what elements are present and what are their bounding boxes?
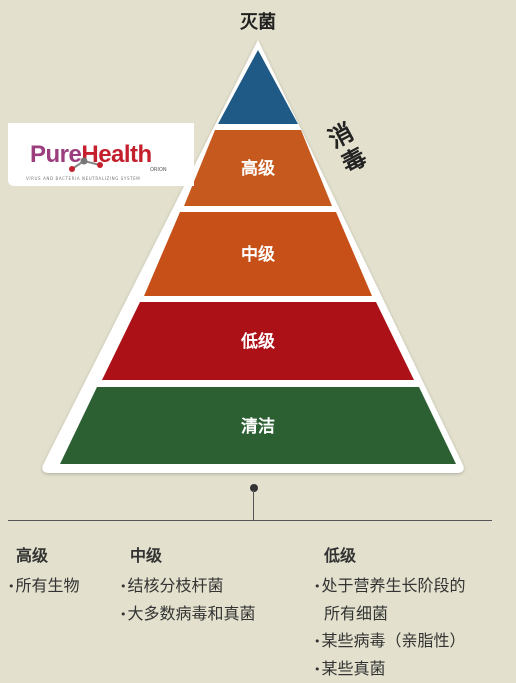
pyramid-level-high bbox=[184, 130, 332, 206]
list-item: 所有细菌 bbox=[324, 604, 389, 623]
connector-dot bbox=[250, 484, 258, 492]
column-high: 高级 •所有生物 bbox=[8, 542, 80, 600]
sterilization-title: 灭菌 bbox=[240, 12, 276, 33]
level-low-label: 低级 bbox=[240, 331, 275, 352]
list-item: •某些病毒（亲脂性） bbox=[314, 631, 466, 650]
pyramid-level-low bbox=[102, 302, 414, 380]
divider-line bbox=[8, 520, 492, 521]
level-mid-label: 中级 bbox=[241, 244, 275, 265]
list-item: •所有生物 bbox=[8, 576, 80, 595]
level-clean-label: 清洁 bbox=[241, 416, 275, 437]
column-heading: 高级 bbox=[16, 546, 49, 565]
list-item: •大多数病毒和真菌 bbox=[120, 604, 256, 623]
list-item: •处于营养生长阶段的 bbox=[314, 576, 466, 595]
pure-health-logo: PureHealth ORION VIRUS AND BACTERIA NEUT… bbox=[8, 123, 194, 186]
pyramid-level-clean bbox=[60, 387, 456, 464]
level-high-label: 高级 bbox=[241, 158, 275, 179]
logo-molecule-icon bbox=[69, 157, 103, 172]
pyramid-apex bbox=[218, 50, 298, 124]
logo-sub: ORION bbox=[150, 167, 167, 173]
logo-tagline: VIRUS AND BACTERIA NEUTRALIZING SYSTEM bbox=[26, 176, 141, 181]
list-item: •某些真菌 bbox=[314, 659, 386, 678]
pyramid-level-mid bbox=[144, 212, 372, 296]
column-heading: 中级 bbox=[130, 546, 163, 565]
column-mid: 中级 •结核分枝杆菌 •大多数病毒和真菌 bbox=[120, 542, 256, 628]
column-low: 低级 •处于营养生长阶段的 所有细菌 •某些病毒（亲脂性） •某些真菌 bbox=[314, 542, 466, 683]
column-heading: 低级 bbox=[324, 546, 357, 565]
connector-line bbox=[253, 490, 254, 520]
list-item: •结核分枝杆菌 bbox=[120, 576, 224, 595]
logo-wordmark: PureHealth bbox=[30, 141, 152, 168]
